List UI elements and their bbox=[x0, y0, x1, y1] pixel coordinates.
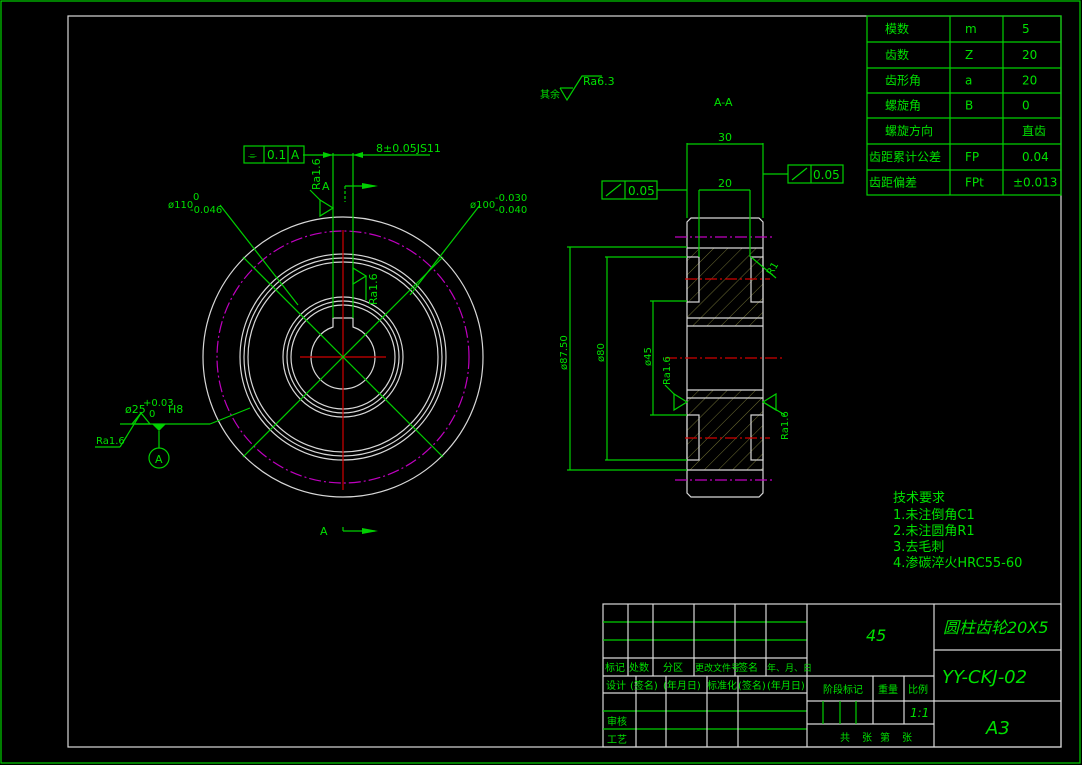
design-cell: 设计 bbox=[606, 679, 626, 692]
header-cell: 更改文件号 bbox=[695, 662, 740, 674]
section-title: A-A bbox=[714, 96, 733, 109]
roughness-top: Ra1.6 bbox=[310, 158, 323, 190]
roughness-left: Ra1.6 bbox=[662, 356, 673, 385]
header-cell: 处数 bbox=[629, 661, 649, 674]
sheet-size: A3 bbox=[985, 718, 1010, 739]
d110-dim: ø110 bbox=[168, 200, 193, 211]
scale-value: 1:1 bbox=[910, 706, 929, 720]
param-sym: Z bbox=[965, 48, 973, 62]
bore-lower: 0 bbox=[149, 409, 155, 420]
stage-label: 阶段标记 bbox=[823, 683, 863, 696]
datum-label: A bbox=[155, 453, 163, 466]
technical-requirements: 技术要求 1.未注倒角C1 2.未注圆角R1 3.去毛刺 4.渗碳淬火HRC55… bbox=[893, 491, 1022, 571]
sheets-cell: 第 bbox=[880, 731, 890, 744]
width-30-dim: 30 bbox=[718, 131, 732, 144]
design-cell: 标准化 bbox=[707, 679, 737, 692]
datum-ref: A bbox=[291, 148, 300, 162]
bore-dim: ø25 bbox=[125, 403, 146, 416]
section-view: ø87.50 ø80 ø45 Ra1.6 Ra1.6 R1 30 20 A-A … bbox=[540, 75, 844, 498]
runout-right-value: 0.05 bbox=[813, 168, 840, 182]
sheets-cell: 张 bbox=[862, 732, 872, 744]
roughness-right: Ra1.6 bbox=[780, 411, 791, 440]
rest-roughness: Ra6.3 bbox=[583, 75, 615, 88]
design-cell: (签名) bbox=[630, 679, 658, 692]
d100-dim: ø100 bbox=[470, 200, 495, 211]
d80-dim: ø80 bbox=[596, 343, 607, 362]
datum-a-symbol bbox=[148, 447, 170, 469]
param-name: 齿距累计公差 bbox=[869, 150, 941, 164]
design-cell: (签名) bbox=[738, 679, 766, 692]
roughness-bore: Ra1.6 bbox=[96, 436, 125, 447]
tolerance-value: 0.1 bbox=[267, 148, 286, 162]
material: 45 bbox=[866, 626, 886, 645]
section-mark-bottom: A bbox=[320, 525, 328, 538]
param-name: 齿形角 bbox=[885, 74, 921, 88]
param-sym: a bbox=[965, 74, 972, 88]
bore-fit: H8 bbox=[168, 403, 183, 416]
header-cell: 分区 bbox=[663, 662, 683, 674]
note-item: 3.去毛刺 bbox=[893, 540, 944, 555]
keyway-width-dim: 8±0.05JS11 bbox=[376, 142, 441, 155]
sheets-cell: 共 bbox=[840, 732, 850, 744]
header-cell: 标记 bbox=[605, 662, 625, 674]
front-view: ⌯ 0.1 A 8±0.05JS11 A A Ra1.6 ø110 0 -0.0… bbox=[95, 142, 527, 538]
param-name: 齿距偏差 bbox=[869, 175, 917, 190]
d100-upper: -0.030 bbox=[495, 193, 527, 204]
d100-lower: -0.040 bbox=[495, 205, 527, 216]
section-mark-top: A bbox=[322, 180, 330, 193]
drawing-frame bbox=[67, 15, 1062, 748]
param-val: ±0.013 bbox=[1013, 176, 1057, 190]
symmetry-icon: ⌯ bbox=[248, 149, 257, 162]
runout-icon bbox=[791, 167, 808, 181]
design-cell: (年月日) bbox=[767, 679, 805, 692]
note-item: 1.未注倒角C1 bbox=[893, 508, 975, 523]
param-sym: B bbox=[965, 99, 973, 113]
header-cell: 签名 bbox=[738, 661, 758, 674]
param-sym: m bbox=[965, 22, 977, 36]
param-val: 20 bbox=[1022, 48, 1037, 62]
d87-dim: ø87.50 bbox=[559, 335, 570, 370]
note-item: 4.渗碳淬火HRC55-60 bbox=[893, 556, 1022, 571]
param-val: 0 bbox=[1022, 99, 1030, 113]
part-name: 圆柱齿轮20X5 bbox=[943, 618, 1049, 637]
design-cell: (年月日) bbox=[663, 679, 701, 692]
note-item: 2.未注圆角R1 bbox=[893, 524, 975, 539]
param-name: 螺旋角 bbox=[885, 99, 921, 113]
process-label: 工艺 bbox=[607, 734, 627, 746]
scale-label: 比例 bbox=[908, 683, 928, 696]
bore-upper: +0.03 bbox=[143, 398, 174, 409]
header-cell: 年、月、日 bbox=[767, 662, 812, 674]
review-label: 审核 bbox=[607, 715, 627, 728]
d110-upper: 0 bbox=[193, 192, 199, 203]
rest-roughness-label: 其余 bbox=[540, 88, 560, 101]
param-val: 5 bbox=[1022, 22, 1030, 36]
d110-lower: -0.046 bbox=[190, 205, 222, 216]
notes-title: 技术要求 bbox=[893, 491, 945, 506]
param-val: 20 bbox=[1022, 74, 1037, 88]
param-val: 0.04 bbox=[1022, 150, 1049, 164]
param-val: 直齿 bbox=[1022, 124, 1046, 138]
title-block: 45 圆柱齿轮20X5 YY-CKJ-02 A3 标记 处数 分区 更改文件号 … bbox=[602, 603, 1062, 748]
drawing-number: YY-CKJ-02 bbox=[942, 667, 1027, 688]
param-name: 螺旋方向 bbox=[885, 123, 933, 138]
param-sym: FP bbox=[965, 150, 979, 164]
param-name: 齿数 bbox=[885, 47, 909, 62]
roughness-key: Ra1.6 bbox=[367, 273, 380, 305]
param-name: 模数 bbox=[885, 21, 909, 36]
weight-label: 重量 bbox=[878, 683, 898, 696]
runout-icon bbox=[605, 183, 622, 197]
symmetry-tolerance-frame bbox=[243, 145, 305, 164]
width-20-dim: 20 bbox=[718, 177, 732, 190]
d45-dim: ø45 bbox=[643, 347, 654, 366]
param-sym: FPt bbox=[965, 176, 984, 190]
sheets-cell: 张 bbox=[902, 732, 912, 744]
fillet-dim: R1 bbox=[765, 260, 781, 277]
runout-left-value: 0.05 bbox=[628, 184, 655, 198]
